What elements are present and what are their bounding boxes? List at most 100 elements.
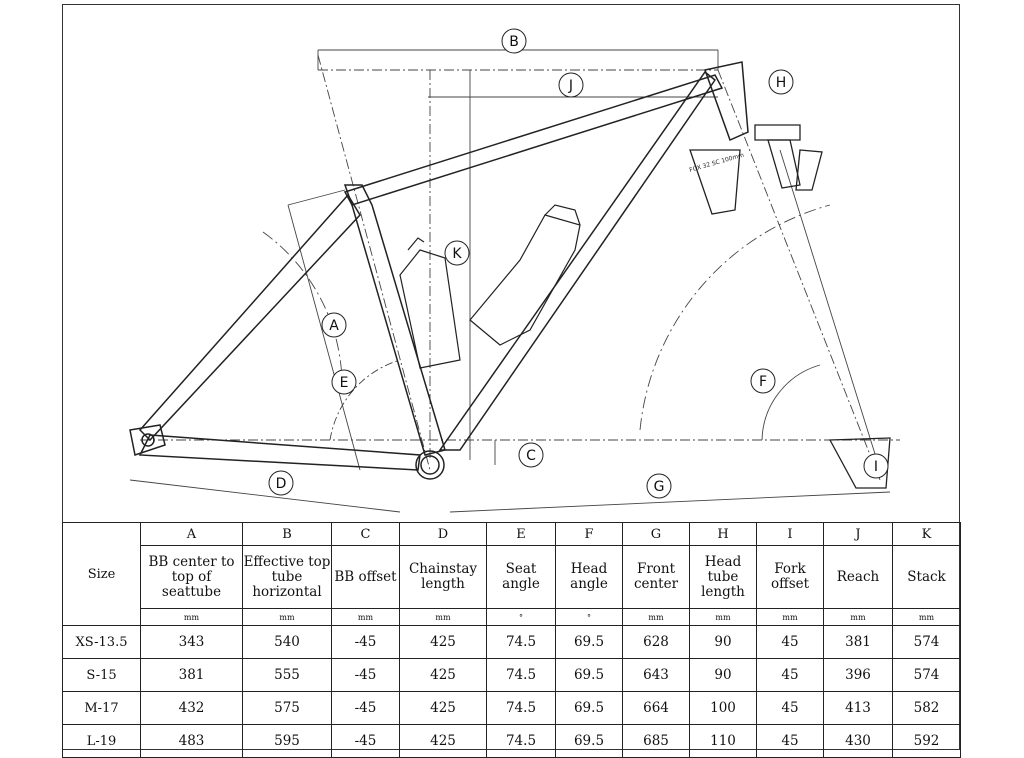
table-row: XS-13.5 343 540 -45 425 74.5 69.5 628 90… bbox=[62, 625, 961, 659]
bottle-seat-tube-cap bbox=[407, 237, 425, 251]
table-cell: 582 bbox=[892, 691, 961, 725]
callout-e: E bbox=[331, 369, 357, 395]
fork-leg-right bbox=[795, 149, 823, 191]
svg-text:D: D bbox=[276, 476, 287, 492]
rear-dropout bbox=[129, 424, 166, 456]
callout-d: D bbox=[268, 470, 294, 496]
table-row: M-17 432 575 -45 425 74.5 69.5 664 100 4… bbox=[62, 691, 961, 725]
table-cell: 69.5 bbox=[555, 724, 623, 758]
callout-j: J bbox=[558, 72, 584, 98]
column-unit: mm bbox=[331, 608, 400, 626]
column-name-row: BB center to top of seattube Effective t… bbox=[63, 545, 961, 609]
table-row: S-15 381 555 -45 425 74.5 69.5 643 90 45… bbox=[62, 658, 961, 692]
top-tube bbox=[343, 74, 724, 206]
suspension-fork bbox=[689, 124, 891, 489]
callout-g: G bbox=[646, 473, 672, 499]
table-cell: 574 bbox=[892, 658, 961, 692]
column-letter: K bbox=[892, 522, 961, 546]
geometry-table: Size A B C D E F G H I J K BB center to … bbox=[62, 522, 961, 758]
column-unit-row: mm mm mm mm ° ° mm mm mm mm mm bbox=[63, 608, 961, 626]
column-letter-row: Size A B C D E F G H I J K bbox=[62, 522, 961, 626]
column-name: Front center bbox=[622, 545, 690, 609]
table-cell: -45 bbox=[331, 691, 400, 725]
table-cell: -45 bbox=[331, 724, 400, 758]
seat-stay bbox=[138, 193, 361, 442]
svg-text:K: K bbox=[452, 246, 462, 262]
bottom-bracket-inner bbox=[420, 455, 440, 475]
seat-tube bbox=[343, 184, 446, 456]
table-cell: 381 bbox=[140, 658, 243, 692]
table-cell: 110 bbox=[689, 724, 757, 758]
size-cell: S-15 bbox=[62, 658, 141, 692]
column-unit: mm bbox=[689, 608, 757, 626]
fork-dropout bbox=[828, 437, 891, 489]
column-letter: G bbox=[622, 522, 690, 546]
frame-geometry-diagram: FOX 32 SC 100mm B J H K A E F C I D G bbox=[129, 28, 900, 513]
table-cell: 430 bbox=[823, 724, 893, 758]
column-unit: mm bbox=[892, 608, 961, 626]
column-unit: mm bbox=[140, 608, 243, 626]
column-letter: D bbox=[399, 522, 487, 546]
column-unit: mm bbox=[823, 608, 893, 626]
fork-leg-left bbox=[689, 149, 741, 215]
table-cell: 595 bbox=[242, 724, 332, 758]
svg-text:F: F bbox=[759, 374, 767, 390]
table-cell: 100 bbox=[689, 691, 757, 725]
column-unit: ° bbox=[555, 608, 623, 626]
fork-stanchion bbox=[767, 139, 801, 189]
dim-line-d bbox=[129, 479, 401, 513]
bottle-seat-tube bbox=[399, 249, 461, 369]
table-cell: 74.5 bbox=[486, 658, 556, 692]
callout-c: C bbox=[518, 442, 544, 468]
column-letter: F bbox=[555, 522, 623, 546]
svg-text:B: B bbox=[509, 34, 519, 50]
seat-axis-line bbox=[317, 54, 431, 471]
table-cell: 381 bbox=[823, 625, 893, 659]
column-name: Seat angle bbox=[486, 545, 556, 609]
table-row: L-19 483 595 -45 425 74.5 69.5 685 110 4… bbox=[62, 724, 961, 758]
callout-k: K bbox=[444, 240, 470, 266]
column-name: Head tube length bbox=[689, 545, 757, 609]
column-unit: mm bbox=[399, 608, 487, 626]
fork-crown bbox=[754, 124, 801, 141]
table-cell: 45 bbox=[756, 724, 824, 758]
steering-axis-line bbox=[717, 69, 881, 481]
dimension-callouts: B J H K A E F C I D G bbox=[268, 28, 889, 499]
table-cell: 425 bbox=[399, 691, 487, 725]
column-letter: C bbox=[331, 522, 400, 546]
dim-line-g bbox=[449, 491, 891, 513]
table-cell: 74.5 bbox=[486, 625, 556, 659]
bottom-bracket bbox=[415, 450, 445, 480]
chain-stay bbox=[138, 434, 421, 471]
callout-h: H bbox=[768, 69, 794, 95]
size-cell: M-17 bbox=[62, 691, 141, 725]
table-cell: 90 bbox=[689, 658, 757, 692]
table-cell: 425 bbox=[399, 724, 487, 758]
svg-text:H: H bbox=[776, 75, 787, 91]
table-cell: 90 bbox=[689, 625, 757, 659]
column-letter: E bbox=[486, 522, 556, 546]
table-cell: 74.5 bbox=[486, 724, 556, 758]
column-unit: mm bbox=[242, 608, 332, 626]
table-cell: 540 bbox=[242, 625, 332, 659]
size-cell: L-19 bbox=[62, 724, 141, 758]
bike-frame bbox=[129, 61, 749, 480]
callout-b: B bbox=[501, 28, 527, 54]
column-unit: mm bbox=[622, 608, 690, 626]
table-cell: 685 bbox=[622, 724, 690, 758]
svg-text:G: G bbox=[654, 479, 665, 495]
table-cell: 45 bbox=[756, 691, 824, 725]
table-cell: 483 bbox=[140, 724, 243, 758]
table-cell: 432 bbox=[140, 691, 243, 725]
fork-offset-line bbox=[779, 149, 881, 471]
table-cell: 396 bbox=[823, 658, 893, 692]
table-cell: 69.5 bbox=[555, 658, 623, 692]
column-name: Chainstay length bbox=[399, 545, 487, 609]
water-bottles bbox=[399, 204, 581, 369]
bottle-down-tube-cap bbox=[544, 204, 581, 226]
fork-label: FOX 32 SC 100mm bbox=[689, 152, 745, 174]
svg-text:I: I bbox=[874, 459, 878, 475]
head-tube bbox=[704, 61, 749, 142]
table-cell: 555 bbox=[242, 658, 332, 692]
table-cell: 643 bbox=[622, 658, 690, 692]
